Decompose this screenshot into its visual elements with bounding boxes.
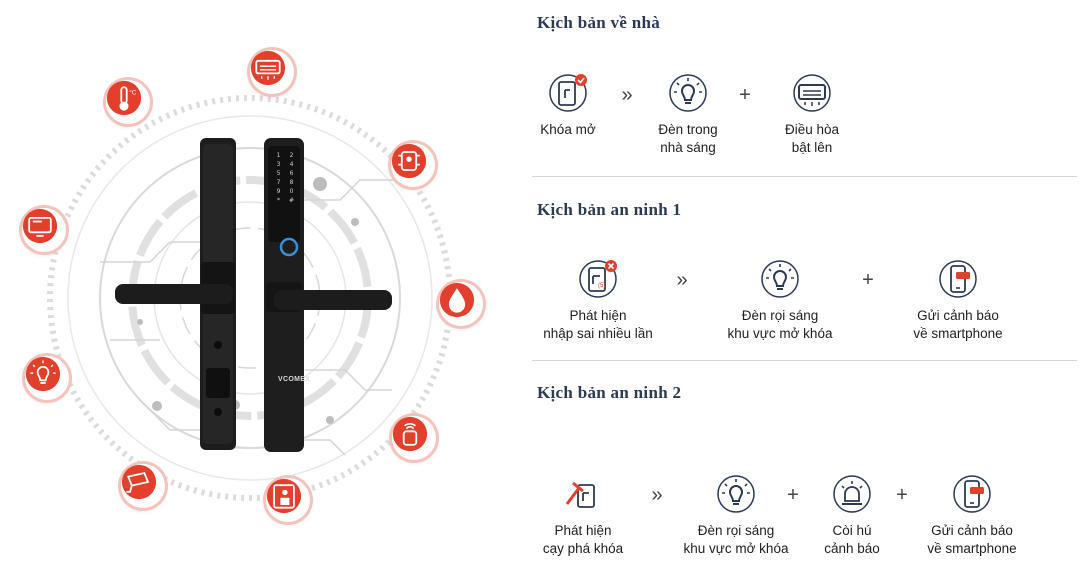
scenario-step: Điều hòa bật lên — [737, 73, 887, 157]
svg-text:%: % — [453, 300, 460, 309]
keypad-key: * — [277, 197, 280, 204]
plus-icon: + — [862, 269, 874, 291]
inner-handle — [115, 284, 233, 304]
smartphone-alert-icon — [952, 474, 992, 514]
outer-lock-body — [264, 138, 392, 452]
robot-vacuum-icon — [391, 143, 435, 187]
outer-ring — [67, 115, 433, 481]
keypad-key: 5 — [276, 170, 281, 177]
camera-icon — [121, 464, 165, 508]
lock-hammer-icon — [563, 474, 603, 514]
brand-logo: VCOMEX — [278, 376, 311, 383]
scenario-title: Kịch bản về nhà — [537, 13, 661, 32]
light-bulb-icon — [668, 73, 708, 113]
keypad-key: 3 — [276, 161, 281, 168]
scenario-step: Còi hú cảnh báo — [777, 474, 927, 558]
mid-ring — [99, 147, 401, 449]
air-conditioner-icon — [250, 50, 294, 94]
then-arrow-icon: » — [621, 84, 633, 106]
then-arrow-icon: » — [676, 269, 688, 291]
thermometer-icon: °C — [106, 80, 150, 124]
step-label: Khóa mở — [540, 122, 596, 137]
step-label: Còi hú cảnh báo — [824, 523, 880, 556]
scenario-step: (5) Phát hiện nhập sai nhiều lần — [523, 259, 673, 343]
step-label: Đèn rọi sáng khu vực mở khóa — [683, 523, 789, 556]
person-door-icon — [266, 478, 310, 522]
step-label: Phát hiện cạy phá khóa — [542, 523, 624, 556]
keypad: 1 2 3 4 5 6 7 8 9 0 * # — [272, 152, 298, 204]
svg-text:°C: °C — [129, 88, 137, 96]
light-bulb-icon — [25, 356, 69, 400]
scenario-step: Khóa mở — [493, 73, 643, 139]
smart-lock-illustration: 1 2 3 4 5 6 7 8 9 0 * # VCOMEX °C% — [0, 0, 500, 573]
keypad-key: 2 — [289, 152, 294, 159]
keypad-key: 1 — [276, 152, 281, 159]
lock-scene — [47, 95, 453, 501]
tv-screen-icon — [22, 208, 66, 252]
smart-plug-icon — [392, 416, 436, 460]
humidity-icon: % — [439, 282, 483, 326]
circuit-lines — [100, 179, 395, 456]
circuit-dots — [137, 177, 359, 424]
keypad-key: 8 — [289, 179, 294, 186]
keypad-key: 9 — [276, 188, 281, 195]
step-label: Đèn trong nhà sáng — [658, 122, 718, 155]
scenario-step: Gửi cảnh báo về smartphone — [897, 474, 1047, 558]
air-conditioner-icon — [792, 73, 832, 113]
light-bulb-icon — [716, 474, 756, 514]
keypad-key: 4 — [289, 161, 294, 168]
section-divider — [532, 176, 1077, 177]
light-bulb-icon — [760, 259, 800, 299]
keypad-key: 6 — [289, 170, 294, 177]
scenario-title: Kịch bản an ninh 2 — [537, 383, 682, 402]
keypad-key: 7 — [276, 179, 281, 186]
svg-text:(5): (5) — [598, 283, 605, 289]
plus-icon: + — [787, 484, 799, 506]
section-divider — [532, 360, 1077, 361]
smartphone-alert-icon — [938, 259, 978, 299]
lock-open-icon — [548, 73, 588, 113]
plus-icon: + — [896, 484, 908, 506]
keypad-panel — [268, 146, 300, 242]
inner-lock-body — [115, 138, 236, 450]
keypad-key: # — [288, 197, 295, 204]
keypad-key: 0 — [289, 188, 294, 195]
plus-icon: + — [739, 84, 751, 106]
scenario-step: Đèn trong nhà sáng — [613, 73, 763, 157]
step-label: Gửi cảnh báo về smartphone — [927, 523, 1017, 556]
scenario-step: Gửi cảnh báo về smartphone — [883, 259, 1033, 343]
step-label: Điều hòa bật lên — [784, 122, 840, 155]
lock-wrong-code-icon: (5) — [578, 259, 618, 299]
scenario-step: Đèn rọi sáng khu vực mở khóa — [661, 474, 811, 558]
step-label: Phát hiện nhập sai nhiều lần — [543, 308, 653, 341]
scenario-title: Kịch bản an ninh 1 — [537, 200, 682, 219]
step-label: Đèn rọi sáng khu vực mở khóa — [727, 308, 833, 341]
step-label: Gửi cảnh báo về smartphone — [913, 308, 1003, 341]
siren-icon — [832, 474, 872, 514]
scenario-step: Đèn rọi sáng khu vực mở khóa — [705, 259, 855, 343]
scenario-step: Phát hiện cạy phá khóa — [508, 474, 658, 558]
fingerprint-sensor-icon — [279, 237, 299, 257]
then-arrow-icon: » — [651, 484, 663, 506]
outer-handle — [274, 290, 392, 310]
